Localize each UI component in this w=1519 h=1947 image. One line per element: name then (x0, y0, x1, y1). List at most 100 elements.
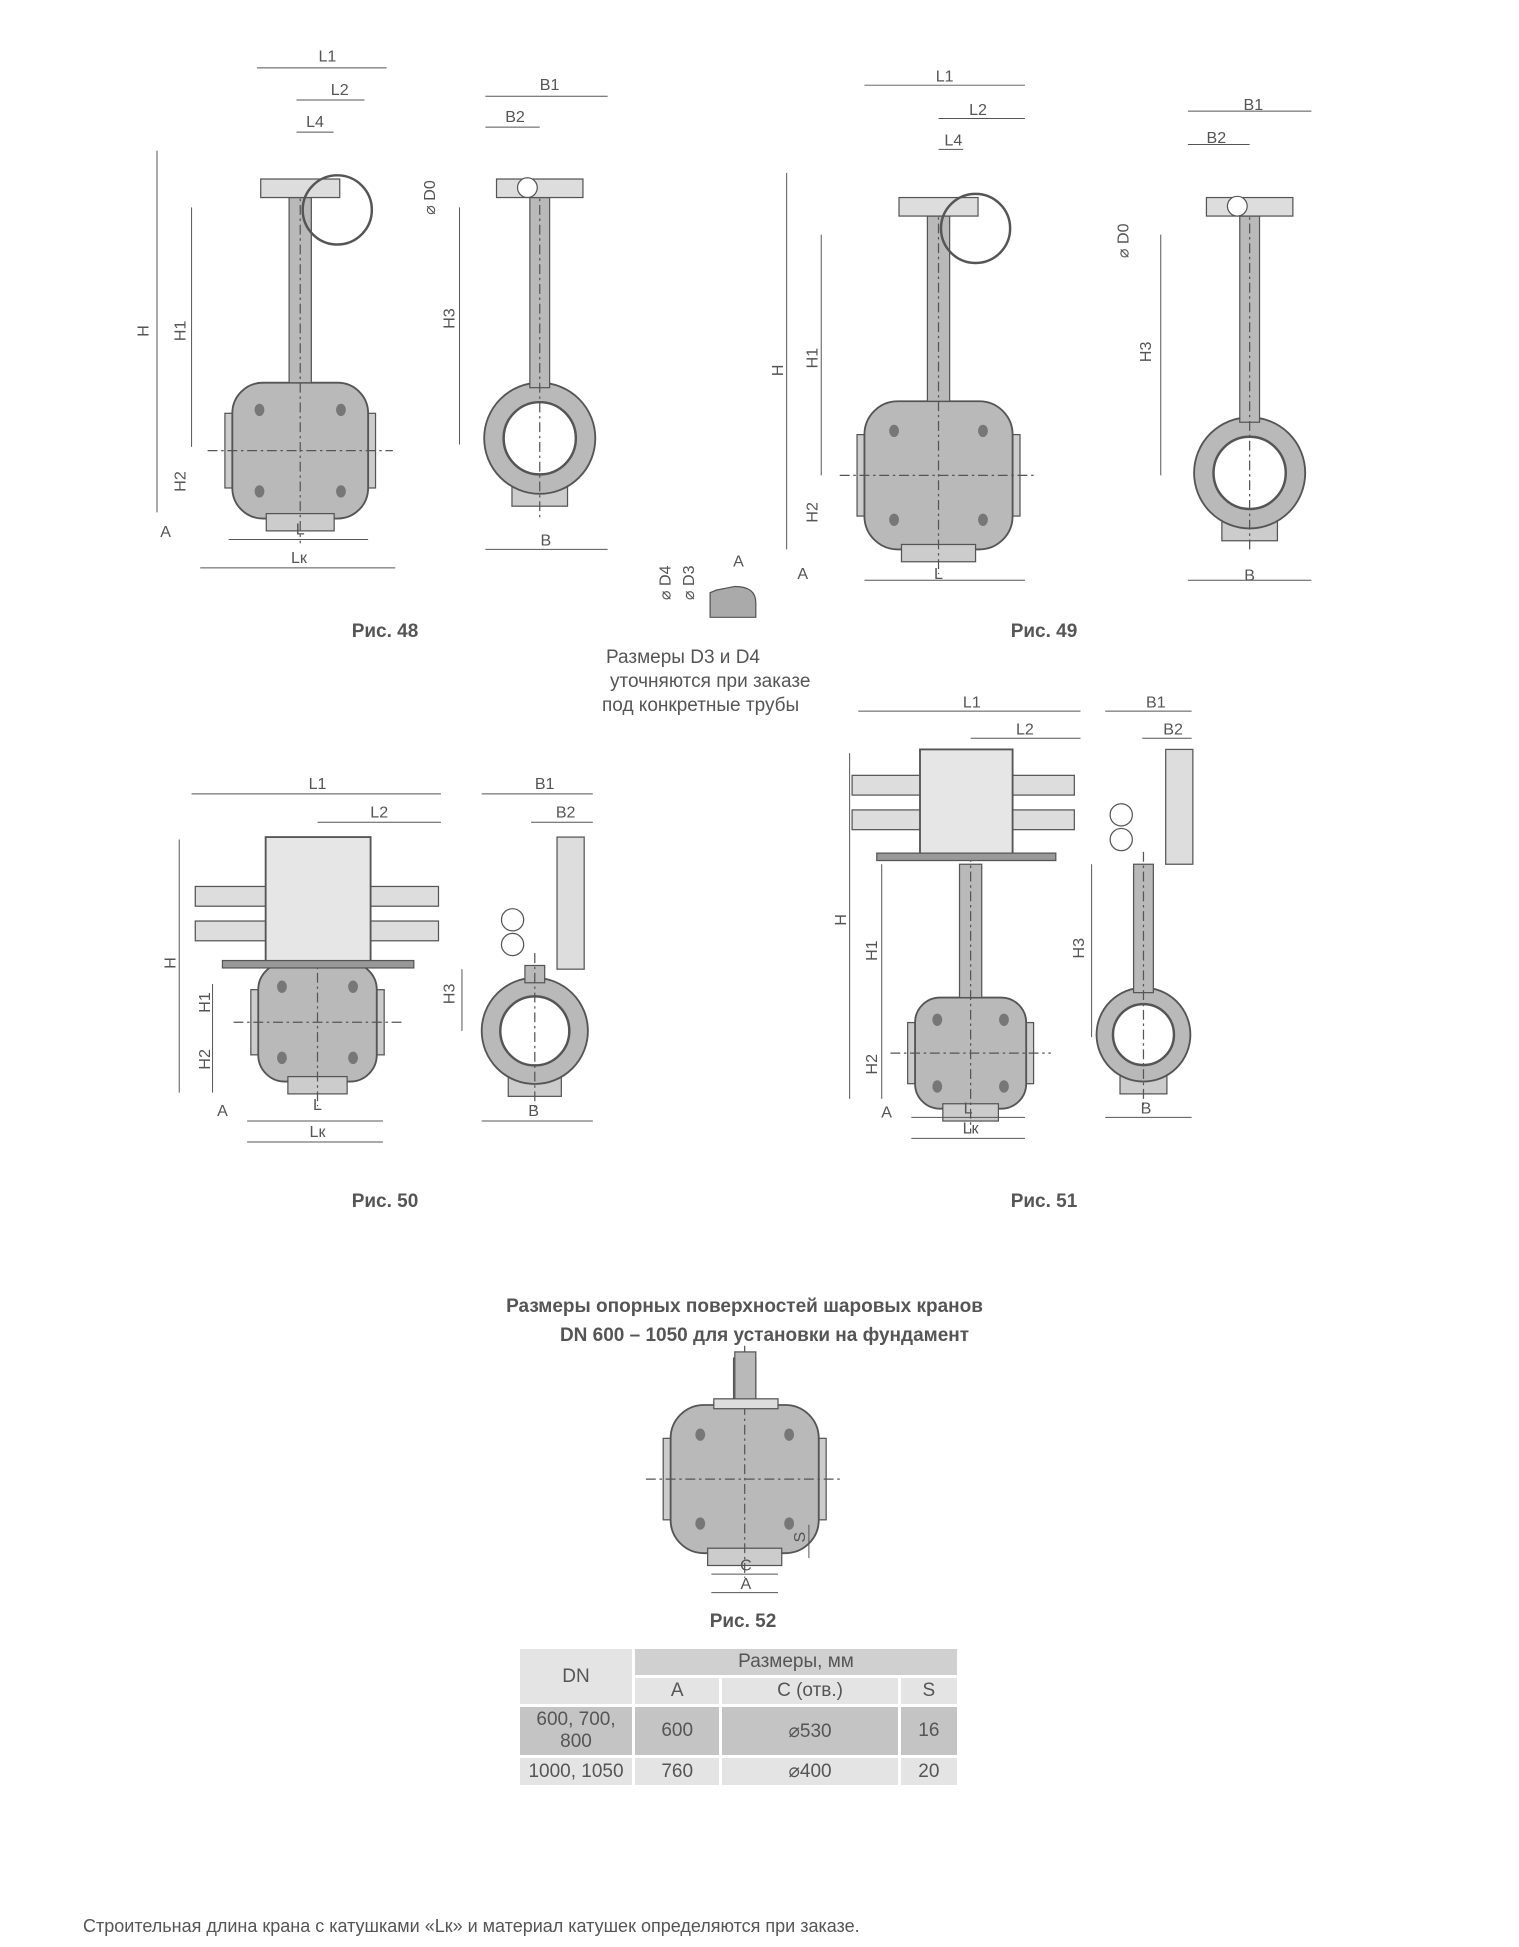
fig50-dimension-label: A (217, 1102, 228, 1120)
actuator-rod (876, 852, 1057, 862)
detail-dimension-label: ⌀ D4 (657, 565, 675, 600)
cell-a: 600 (635, 1707, 720, 1755)
fig49-dimension-label: B1 (1244, 96, 1264, 114)
fig51-dimension-label: B (1141, 1100, 1152, 1118)
gearbox (495, 178, 584, 199)
bolt (277, 1051, 287, 1064)
top-flange (713, 1398, 779, 1410)
fig49-dimension-label: L4 (944, 132, 962, 150)
cell-c: ⌀530 (722, 1707, 898, 1755)
fig50-dimension-label: H (162, 957, 180, 969)
cell-s: 16 (900, 1707, 957, 1755)
fig51-dimension-label: B1 (1146, 693, 1166, 711)
side-view (483, 177, 597, 519)
fig51-dimension-label: L1 (963, 693, 981, 711)
side-view (1095, 748, 1194, 1107)
bolt (978, 513, 988, 526)
dn-header: DN (520, 1649, 632, 1704)
support-dimensions-table: DN Размеры, мм A C (отв.) S 600, 700, 80… (517, 1646, 960, 1788)
fig50-dimension-label: L2 (370, 803, 388, 821)
table-row: 600, 700, 800 600 ⌀530 16 (520, 1707, 957, 1755)
fig48-dimension-label: H3 (441, 308, 459, 329)
fig48-dimension-label: L2 (331, 81, 349, 99)
bolt (336, 485, 346, 498)
fig51-dimension-label: Lк (963, 1119, 980, 1137)
note-line: под конкретные трубы (602, 695, 800, 716)
bolt (254, 485, 265, 498)
handwheel (939, 192, 1012, 265)
detail-dimension-label: A (733, 553, 744, 571)
bolt (348, 980, 359, 993)
bolt (348, 1051, 359, 1064)
detail-dimension-label: ⌀ D3 (680, 565, 698, 600)
front-view (207, 174, 393, 544)
gearbox (1205, 196, 1294, 217)
fig50-dimension-label: B1 (535, 775, 555, 793)
fig48-dimension-label: H (134, 325, 152, 337)
bolt (932, 1013, 943, 1026)
fig52-dimension-label: S (791, 1532, 809, 1543)
fig48-dimension-label: Lк (291, 549, 308, 567)
fig52-dimension-label: A (741, 1575, 752, 1593)
gauge (1109, 827, 1133, 852)
bolt (336, 403, 346, 417)
bolt (784, 1517, 795, 1530)
bolt (784, 1428, 795, 1441)
fig50-dimension-label: H1 (196, 992, 214, 1013)
fig51-dimension-label: A (881, 1103, 892, 1121)
dimensions-header: Размеры, мм (635, 1649, 957, 1675)
fig49-dimension-label: B (1244, 566, 1255, 584)
fig49-dimension-label: L1 (936, 67, 954, 85)
col-a-header: A (635, 1678, 720, 1704)
front-view (194, 836, 440, 1107)
actuator (1165, 748, 1194, 865)
cell-s: 20 (900, 1758, 957, 1785)
section-heading: Размеры опорных поверхностей шаровых кра… (0, 1292, 1519, 1350)
fig48-dimension-label: L (296, 521, 305, 539)
bolt (999, 1080, 1009, 1093)
bolt (889, 513, 900, 526)
front-view (851, 748, 1075, 1134)
fig50-dimension-label: Lк (310, 1123, 327, 1141)
gauge (500, 908, 525, 932)
fig48-dimension-label: L4 (306, 113, 324, 131)
d3-d4-note: Размеры D3 и D4 уточняются при заказе по… (602, 646, 810, 718)
table-row: 1000, 1050 760 ⌀400 20 (520, 1758, 957, 1785)
handwheel (301, 174, 374, 246)
gauge (500, 932, 525, 957)
bolt (277, 980, 287, 993)
fig48-dimension-label: A (160, 523, 171, 541)
footer-note: Строительная длина крана с катушками «Lк… (83, 1916, 860, 1936)
fig50-dimension-label: L1 (309, 775, 327, 793)
side-view (1193, 195, 1307, 554)
fig48-dimension-label: H2 (171, 471, 189, 492)
fig48-dimension-label: B2 (505, 108, 525, 126)
fig48-dimension-label: H1 (171, 321, 189, 342)
weld-detail (709, 585, 757, 618)
fig51-dimension-label: H (832, 914, 850, 926)
fig50-dimension-label: B2 (556, 803, 576, 821)
fig48-dimension-label: ⌀ D0 (421, 180, 439, 215)
col-c-header: C (отв.) (722, 1678, 898, 1704)
gauge (1109, 803, 1133, 827)
fig49-dimension-label: B2 (1206, 129, 1226, 147)
fig50-dimension-label: H3 (441, 984, 459, 1005)
fig51-dimension-label: L (964, 1100, 973, 1118)
actuator (556, 836, 585, 970)
fig52-dimension-label: C (740, 1556, 752, 1574)
cell-dn: 600, 700, 800 (520, 1707, 632, 1755)
fig51-dimension-label: L2 (1016, 721, 1034, 739)
fig49-dimension-label: A (797, 565, 808, 583)
figure-49-caption: Рис. 49 (1010, 621, 1078, 642)
actuator (264, 836, 372, 967)
bolt (889, 424, 900, 438)
fig51-dimension-label: H1 (863, 940, 881, 961)
actuator-rod (221, 959, 415, 969)
cell-dn: 1000, 1050 (520, 1758, 632, 1785)
fig50-dimension-label: L (313, 1096, 322, 1114)
stem (734, 1351, 757, 1402)
fig50-dimension-label: B (528, 1102, 539, 1120)
fig48-dimension-label: L1 (318, 48, 336, 66)
indicator (1226, 195, 1248, 217)
